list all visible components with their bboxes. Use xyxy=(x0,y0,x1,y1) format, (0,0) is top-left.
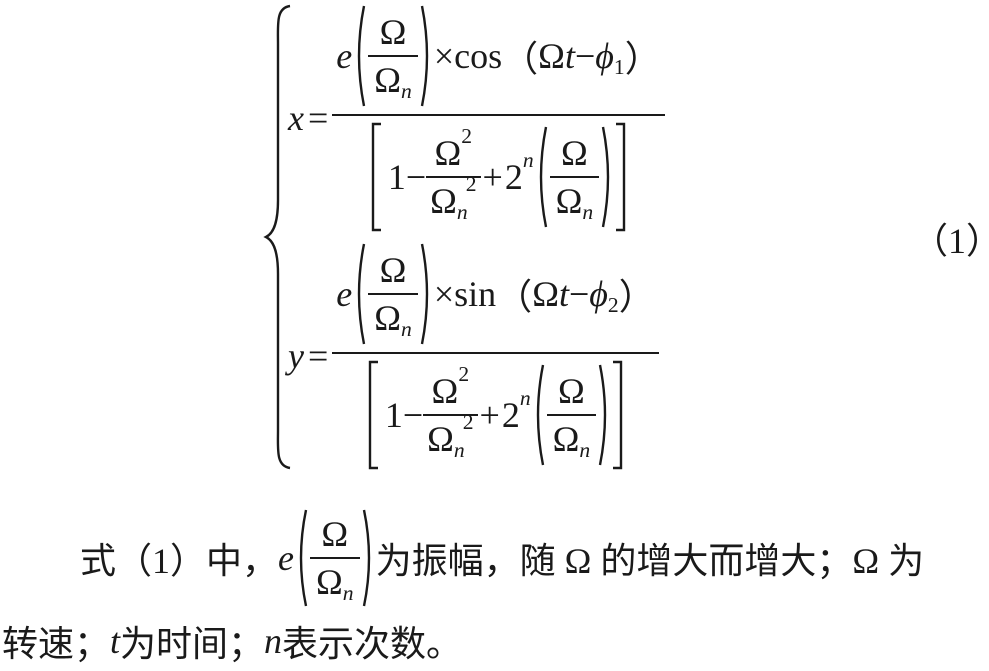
amplitude-e: e xyxy=(336,274,353,314)
left-paren-icon xyxy=(299,509,308,607)
right-paren-icon xyxy=(362,509,370,607)
right-bracket-icon xyxy=(613,360,623,470)
left-bracket-icon xyxy=(368,360,378,470)
left-bracket-icon xyxy=(371,122,381,232)
paragraph-text: 式（1）中， xyxy=(80,541,279,581)
var-y: y xyxy=(288,336,304,376)
equals-sign: = xyxy=(307,98,329,138)
left-paren-icon xyxy=(358,5,366,107)
times-sign: × xyxy=(433,36,455,76)
equals-sign: = xyxy=(307,336,329,376)
amplitude-e: e xyxy=(278,538,294,578)
paragraph-line-2: 转速； t 为时间； n 表示次数。 xyxy=(2,621,463,664)
phi-symbol: ϕ xyxy=(589,274,608,314)
times-sign: × xyxy=(433,274,455,314)
amplitude-e: e xyxy=(336,36,353,76)
equation-number: （1） xyxy=(912,221,989,261)
sin-function: sin xyxy=(454,274,497,314)
cos-function: cos xyxy=(454,36,503,76)
x-fraction-bar xyxy=(332,114,665,116)
phi-symbol: ϕ xyxy=(595,36,614,76)
omega-symbol: Ω xyxy=(379,12,407,52)
left-paren-icon xyxy=(358,243,366,345)
right-paren-icon xyxy=(420,5,429,107)
right-bracket-icon xyxy=(616,122,626,232)
paragraph-text: 为振幅，随 Ω 的增大而增大；Ω 为 xyxy=(375,541,925,581)
system-brace xyxy=(263,4,291,470)
y-fraction-bar xyxy=(332,352,659,354)
var-x: x xyxy=(288,98,304,138)
right-paren-icon xyxy=(420,243,429,345)
